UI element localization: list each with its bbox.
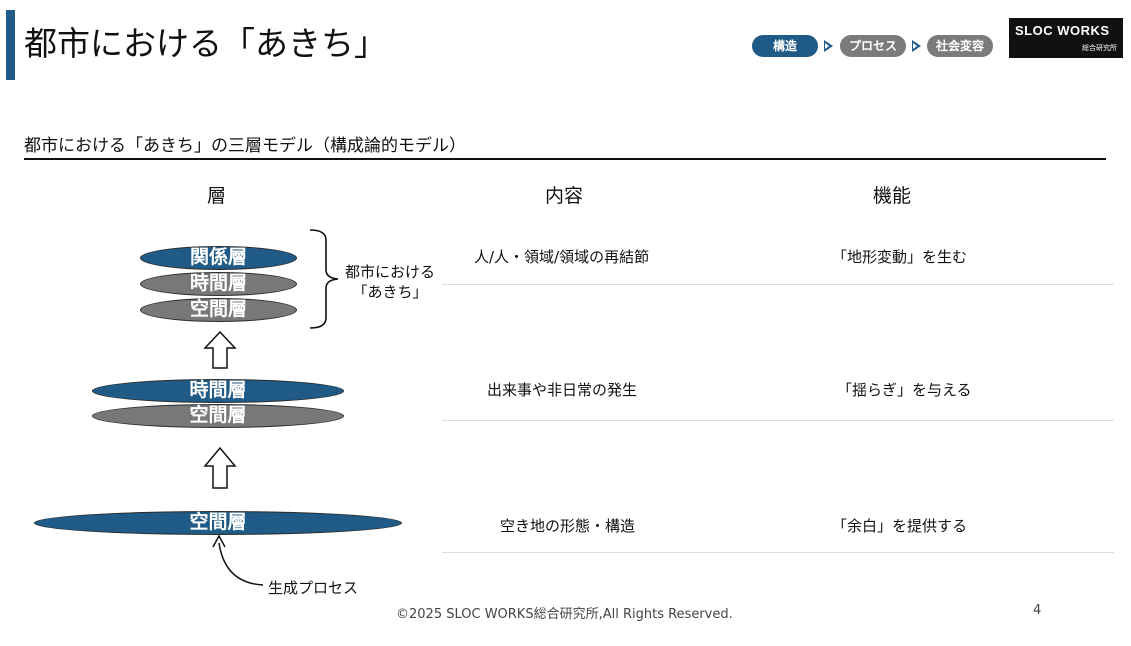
row-divider — [442, 552, 1114, 553]
logo-main-text: SLOC WORKS — [1015, 23, 1110, 38]
page-title: 都市における「あきち」 — [24, 24, 387, 63]
breadcrumb-social-change[interactable]: 社会変容 — [927, 35, 993, 57]
row-3-content: 空き地の形態・構造 — [500, 517, 636, 535]
stack-bottom-space-layer: 空間層 — [34, 511, 402, 535]
stack-top-space-layer: 空間層 — [140, 298, 297, 322]
bracket-label-line1: 都市における — [345, 263, 436, 281]
logo-sub-text: 総合研究所 — [1082, 44, 1117, 52]
stack-mid-time-layer: 時間層 — [92, 379, 344, 403]
page-number: 4 — [1033, 603, 1042, 618]
row-1-content: 人/人・領域/領域の再結節 — [474, 248, 650, 266]
process-label: 生成プロセス — [268, 579, 359, 597]
breadcrumb-arrow-icon — [824, 40, 833, 52]
row-1-function: 「地形変動」を生む — [832, 248, 968, 266]
up-arrow-icon — [203, 446, 237, 489]
breadcrumb-structure[interactable]: 構造 — [752, 35, 818, 57]
row-2-content: 出来事や非日常の発生 — [487, 381, 638, 399]
column-header-layer: 層 — [207, 185, 227, 207]
breadcrumb-process[interactable]: プロセス — [840, 35, 906, 57]
stack-top-relation-layer: 関係層 — [140, 246, 297, 270]
stack-top-time-layer: 時間層 — [140, 272, 297, 296]
row-3-function: 「余白」を提供する — [832, 517, 968, 535]
column-header-function: 機能 — [873, 185, 912, 207]
title-accent-bar — [6, 10, 15, 80]
column-header-content: 内容 — [545, 185, 584, 207]
up-arrow-icon — [203, 330, 237, 369]
row-divider — [442, 420, 1114, 421]
brace-icon — [309, 229, 339, 329]
breadcrumb-arrow-icon — [912, 40, 921, 52]
subtitle-divider — [24, 158, 1106, 160]
bracket-label-line2: 「あきち」 — [352, 283, 428, 301]
row-divider — [442, 284, 1114, 285]
section-subtitle: 都市における「あきち」の三層モデル（構成論的モデル） — [24, 136, 466, 156]
footer-copyright: ©2025 SLOC WORKS総合研究所,All Rights Reserve… — [396, 607, 733, 622]
row-2-function: 「揺らぎ」を与える — [837, 381, 972, 399]
curved-arrow-icon — [212, 534, 264, 586]
company-logo: SLOC WORKS 総合研究所 — [1009, 18, 1123, 58]
stack-mid-space-layer: 空間層 — [92, 404, 344, 428]
bracket-label: 都市における 「あきち」 — [345, 262, 435, 302]
